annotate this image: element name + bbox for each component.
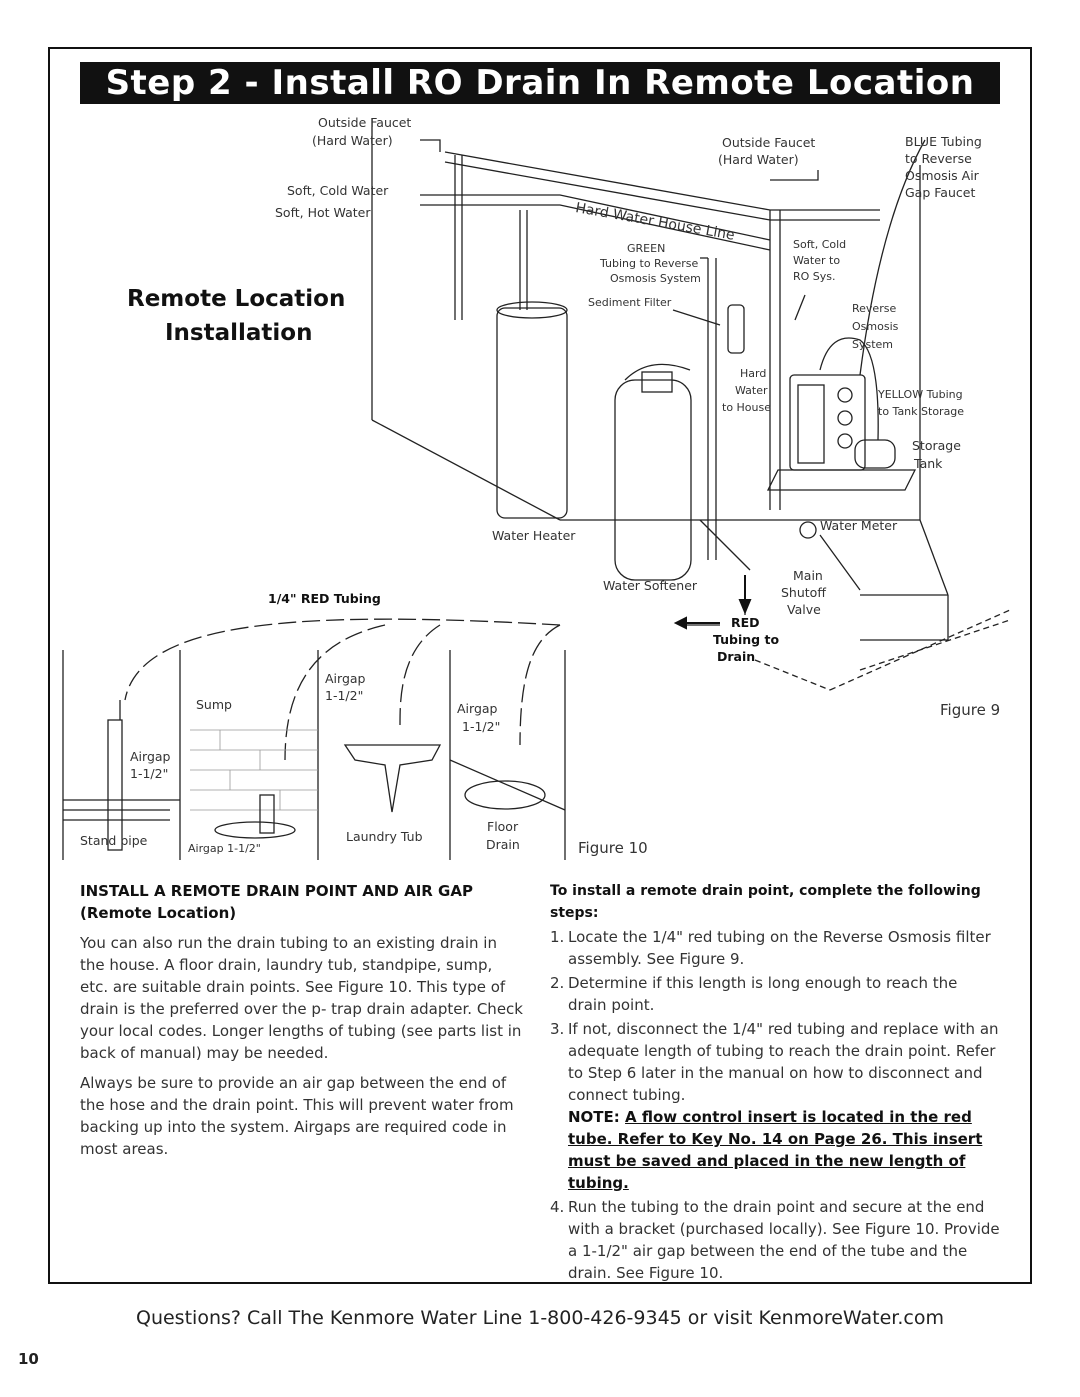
label-floor-drain-2: Drain: [486, 837, 520, 852]
label-airgap-bottom: Airgap 1-1/2": [188, 842, 261, 855]
label-airgap-left-2: 1-1/2": [130, 766, 169, 781]
section-heading: INSTALL A REMOTE DRAIN POINT AND AIR GAP: [80, 882, 473, 900]
step-text: Determine if this length is long enough …: [568, 974, 958, 1014]
label-main-shutoff-3: Valve: [787, 602, 821, 617]
right-column: To install a remote drain point, complet…: [550, 880, 1000, 1286]
label-hard-water-left: (Hard Water): [312, 133, 393, 148]
label-red-tubing-quarter: 1/4" RED Tubing: [268, 591, 381, 606]
label-hard-water-right: (Hard Water): [718, 152, 799, 167]
left-column: INSTALL A REMOTE DRAIN POINT AND AIR GAP…: [80, 880, 525, 1168]
label-soft-hot-water: Soft, Hot Water: [275, 205, 371, 220]
label-red-drain-2: Tubing to: [713, 632, 780, 647]
step-number: 3.: [550, 1020, 565, 1038]
figure-10-caption: Figure 10: [578, 839, 648, 857]
label-laundry-tub: Laundry Tub: [346, 829, 423, 844]
note-block: NOTE: A flow control insert is located i…: [568, 1106, 1000, 1194]
paragraph-2: Always be sure to provide an air gap bet…: [80, 1074, 514, 1158]
step-item: 2.Determine if this length is long enoug…: [550, 972, 1000, 1016]
label-hard-to-house-2: Water: [735, 384, 768, 397]
figure-9-caption: Figure 9: [940, 701, 1001, 719]
label-yellow-1: YELLOW Tubing: [878, 388, 963, 401]
label-green-2: Tubing to Reverse: [600, 257, 699, 270]
label-soft-cold-water: Soft, Cold Water: [287, 183, 389, 198]
label-outside-faucet-left: Outside Faucet: [318, 115, 412, 130]
label-soft-cold-ro-1: Soft, Cold: [793, 238, 847, 251]
step-number: 1.: [550, 928, 565, 946]
label-red-drain-1: RED: [731, 615, 760, 630]
label-storage-2: Tank: [914, 456, 943, 471]
footer-contact: Questions? Call The Kenmore Water Line 1…: [136, 1307, 944, 1329]
section-title-line1: Remote Location: [127, 286, 346, 312]
step-text: Run the tubing to the drain point and se…: [568, 1198, 1000, 1282]
label-airgap-top-1: Airgap: [325, 671, 366, 686]
step-banner: Step 2 - Install RO Drain In Remote Loca…: [80, 62, 1000, 104]
step-number: 4.: [550, 1198, 565, 1216]
label-blue-tubing-2: to Reverse: [905, 151, 972, 166]
label-hard-to-house-3: to House: [722, 401, 772, 414]
paragraph-1: You can also run the drain tubing to an …: [80, 934, 523, 1062]
label-airgap-left-1: Airgap: [130, 749, 171, 764]
label-water-heater: Water Heater: [492, 528, 576, 543]
label-outside-faucet-right: Outside Faucet: [722, 135, 816, 150]
label-ro-system-2: Osmosis: [852, 320, 899, 333]
label-yellow-2: to Tank Storage: [878, 405, 965, 418]
step-item: 4.Run the tubing to the drain point and …: [550, 1196, 1000, 1284]
label-water-meter: Water Meter: [820, 518, 898, 533]
label-main-shutoff-1: Main: [793, 568, 823, 583]
section-title-line2: Installation: [165, 320, 313, 346]
label-soft-cold-ro-3: RO Sys.: [793, 270, 836, 283]
step-text: If not, disconnect the 1/4" red tubing a…: [568, 1020, 999, 1104]
label-floor-drain-1: Floor: [487, 819, 519, 834]
label-airgap-mid-1: Airgap: [457, 701, 498, 716]
step-item: 3.If not, disconnect the 1/4" red tubing…: [550, 1018, 1000, 1194]
label-sediment-filter: Sediment Filter: [588, 296, 672, 309]
label-sump: Sump: [196, 697, 232, 712]
page-frame: [48, 47, 1032, 1284]
label-red-drain-3: Drain: [717, 649, 756, 664]
steps-list: 1.Locate the 1/4" red tubing on the Reve…: [550, 926, 1000, 1284]
note-prefix: NOTE:: [568, 1108, 620, 1126]
label-blue-tubing-1: BLUE Tubing: [905, 134, 982, 149]
label-ro-system-1: Reverse: [852, 302, 897, 315]
label-hard-to-house-1: Hard: [740, 367, 767, 380]
label-blue-tubing-4: Gap Faucet: [905, 185, 976, 200]
label-main-shutoff-2: Shutoff: [781, 585, 826, 600]
step-text: Locate the 1/4" red tubing on the Revers…: [568, 928, 991, 968]
steps-intro: To install a remote drain point, complet…: [550, 883, 981, 921]
label-stand-pipe: Stand pipe: [80, 833, 148, 848]
step-number: 2.: [550, 974, 565, 992]
page-number: 10: [18, 1350, 39, 1368]
label-green-3: Osmosis System: [610, 272, 701, 285]
section-subheading: (Remote Location): [80, 904, 237, 922]
label-blue-tubing-3: Osmosis Air: [905, 168, 979, 183]
label-soft-cold-ro-2: Water to: [793, 254, 841, 267]
label-storage-1: Storage: [912, 438, 961, 453]
label-ro-system-3: System: [852, 338, 894, 351]
label-green-1: GREEN: [627, 242, 666, 255]
label-water-softener: Water Softener: [603, 578, 698, 593]
label-airgap-top-2: 1-1/2": [325, 688, 364, 703]
label-airgap-mid-2: 1-1/2": [462, 719, 501, 734]
step-item: 1.Locate the 1/4" red tubing on the Reve…: [550, 926, 1000, 970]
note-text: A flow control insert is located in the …: [568, 1108, 983, 1192]
